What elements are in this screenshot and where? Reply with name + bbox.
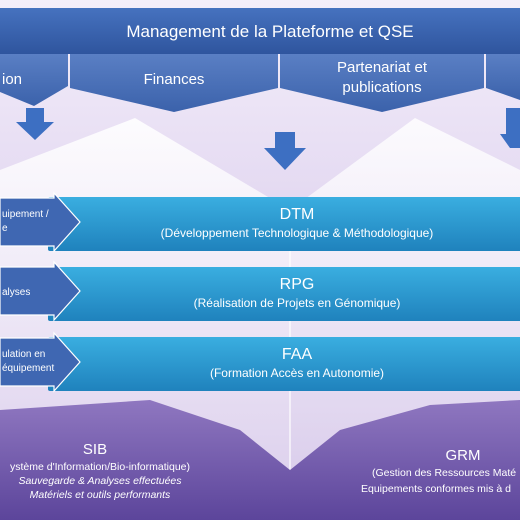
- sib-line-1: ystème d'Information/Bio-informatique): [10, 461, 190, 473]
- tab-2: [70, 54, 278, 112]
- process-title-rpg: RPG: [280, 276, 315, 293]
- tab-label-3-line-2: publications: [342, 79, 421, 96]
- process-subtitle-rpg: (Réalisation de Projets en Génomique): [194, 296, 401, 310]
- input-label-1-line-2: e: [2, 223, 8, 234]
- down-arrow-center: [264, 132, 306, 170]
- bottom-left-band: [0, 400, 290, 520]
- header-title: Management de la Plateforme et QSE: [126, 22, 413, 41]
- input-arrow-2: [0, 260, 81, 322]
- grm-line-2: Equipements conformes mis à d: [361, 483, 511, 495]
- tab-3: [280, 54, 484, 112]
- process-bar-faa: [48, 337, 520, 391]
- input-label-3-line-1: ulation en: [2, 349, 45, 360]
- process-title-dtm: DTM: [280, 206, 315, 223]
- process-subtitle-dtm: (Développement Technologique & Méthodolo…: [161, 226, 434, 240]
- down-arrow-right: [500, 108, 520, 148]
- bottom-right-band: [290, 400, 520, 520]
- sib-line-2: Sauvegarde & Analyses effectuées: [18, 475, 182, 487]
- input-arrow-3: [0, 331, 81, 393]
- sib-line-3: Matériels et outils performants: [30, 489, 171, 501]
- tab-label-3-line-1: Partenariat et: [337, 59, 428, 76]
- tab-label-1-line-1: ion: [2, 71, 22, 88]
- tab-4: [486, 54, 520, 100]
- process-bar-dtm: [48, 197, 520, 251]
- grm-title: GRM: [446, 447, 481, 464]
- tab-1: [0, 54, 68, 106]
- input-label-3-line-2: équipement: [2, 363, 54, 374]
- process-bar-rpg: [48, 267, 520, 321]
- process-title-faa: FAA: [282, 346, 313, 363]
- input-arrow-1: [0, 191, 81, 253]
- grm-line-1: (Gestion des Ressources Maté: [372, 467, 516, 479]
- process-subtitle-faa: (Formation Accès en Autonomie): [210, 366, 384, 380]
- down-arrow-left: [16, 108, 54, 140]
- input-label-2-line-1: alyses: [2, 287, 30, 298]
- tab-label-2-line-1: Finances: [144, 71, 205, 88]
- input-label-1-line-1: uipement /: [2, 209, 49, 220]
- header-bar: [0, 8, 520, 54]
- sib-title: SIB: [83, 441, 107, 458]
